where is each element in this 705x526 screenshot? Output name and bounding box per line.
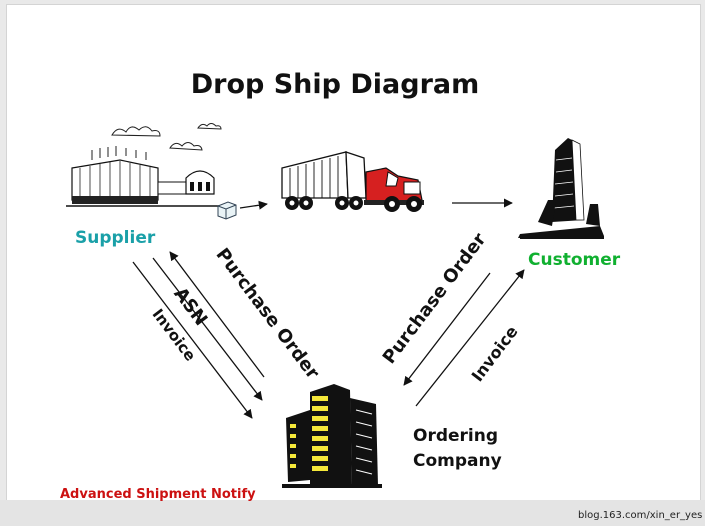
bottom-bar	[0, 500, 705, 526]
office-building-icon	[282, 384, 382, 488]
purchase-order-left-arrow	[169, 251, 265, 378]
purchase-order-left-label: Purchase Order	[212, 244, 324, 383]
supplier-label: Supplier	[75, 228, 156, 248]
diagram-title: Drop Ship Diagram	[191, 69, 480, 100]
footnote: Advanced Shipment Notify	[60, 487, 256, 502]
skyscraper-icon	[518, 138, 604, 239]
purchase-order-right-arrow	[403, 272, 491, 386]
ordering-company-label-line1: Ordering	[413, 426, 498, 446]
invoice-right-arrow	[415, 269, 525, 407]
package-to-truck-arrow	[239, 200, 268, 210]
asn-arrow	[152, 257, 263, 401]
ordering-company-label-line2: Company	[413, 451, 502, 471]
customer-label: Customer	[528, 250, 621, 270]
factory-icon	[66, 123, 222, 207]
package-icon	[217, 201, 237, 220]
watermark: blog.163.com/xin_er_yes	[578, 510, 702, 521]
truck-icon	[281, 151, 424, 212]
invoice-left-arrow	[132, 261, 253, 419]
purchase-order-right-label: Purchase Order	[379, 229, 491, 368]
